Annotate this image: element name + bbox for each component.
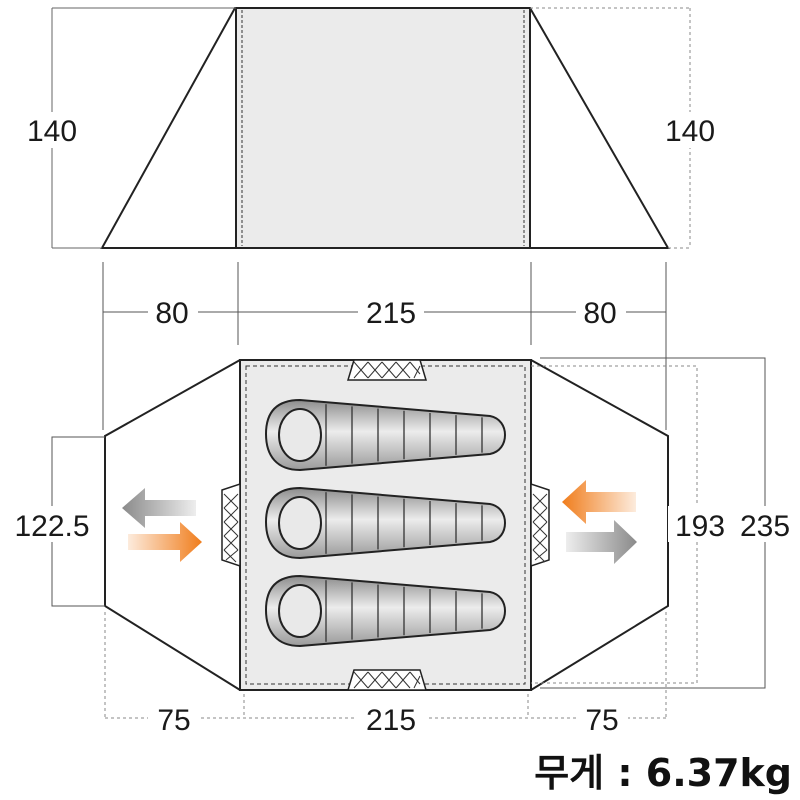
vent-mesh-icon xyxy=(346,359,428,381)
arrow-out-icon xyxy=(122,488,196,528)
door-height-label: 122.5 xyxy=(14,510,89,543)
sleeping-bag-icon xyxy=(264,486,507,560)
vent-mesh-icon xyxy=(530,482,550,568)
sleeping-bag-icon xyxy=(264,398,507,472)
floor-plan: 122.5 193 235 xyxy=(8,357,798,691)
weight-label: 무게 : 6.37kg xyxy=(534,751,792,795)
side-view-center-panel xyxy=(235,7,531,249)
side-view: 140 140 xyxy=(20,7,722,249)
side-height-right-label: 140 xyxy=(665,115,715,148)
bottom-width-dimensions: 75 215 75 xyxy=(104,612,667,737)
top-width-dimensions: 80 215 80 xyxy=(102,262,667,430)
sleeping-bag-icon xyxy=(264,574,507,648)
arrow-in-icon xyxy=(128,522,202,562)
arrow-out-icon xyxy=(566,520,637,564)
inner-width-label: 193 xyxy=(675,510,725,543)
side-height-left-label: 140 xyxy=(27,115,77,148)
bottom-width-center-label: 215 xyxy=(366,704,416,737)
vent-mesh-icon xyxy=(346,669,428,691)
outer-width-label: 235 xyxy=(740,510,790,543)
bottom-width-right-label: 75 xyxy=(585,704,618,737)
vent-mesh-icon xyxy=(221,482,241,568)
top-width-center-label: 215 xyxy=(366,297,416,330)
arrow-in-icon xyxy=(562,480,636,524)
bottom-width-left-label: 75 xyxy=(157,704,190,737)
top-width-right-label: 80 xyxy=(583,297,616,330)
top-width-left-label: 80 xyxy=(155,297,188,330)
